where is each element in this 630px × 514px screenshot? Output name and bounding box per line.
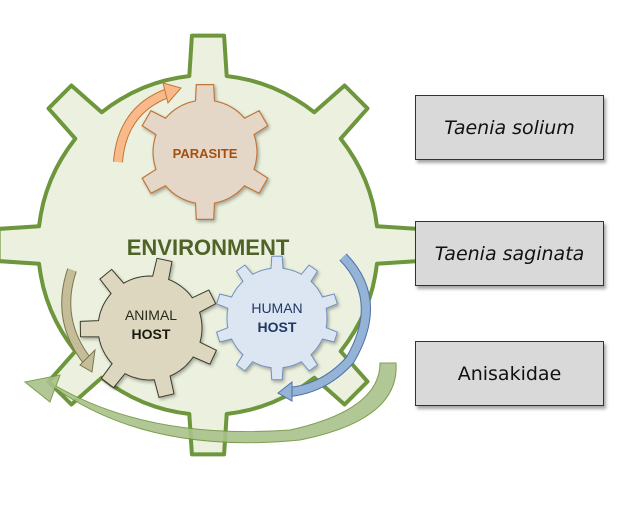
environment-label: ENVIRONMENT — [127, 235, 290, 260]
animal-host-label-line2: HOST — [132, 326, 171, 342]
species-box-taenia-solium: Taenia solium — [415, 95, 604, 160]
human-cycle-arrow — [277, 253, 371, 402]
species-box-taenia-saginata: Taenia saginata — [415, 221, 604, 286]
human-host-gear — [215, 255, 339, 381]
environment-cycle-arrow — [23, 362, 397, 444]
animal-host-gear — [79, 257, 218, 398]
parasite-gear — [141, 83, 269, 220]
species-box-anisakidae: Anisakidae — [415, 341, 604, 406]
animal-cycle-arrow — [61, 268, 96, 373]
parasite-cycle-arrow — [113, 82, 182, 163]
human-host-label-line2: HOST — [258, 319, 297, 335]
parasite-label: PARASITE — [173, 146, 238, 161]
animal-host-label-line1: ANIMAL — [125, 307, 177, 323]
human-host-label-line1: HUMAN — [251, 300, 302, 316]
